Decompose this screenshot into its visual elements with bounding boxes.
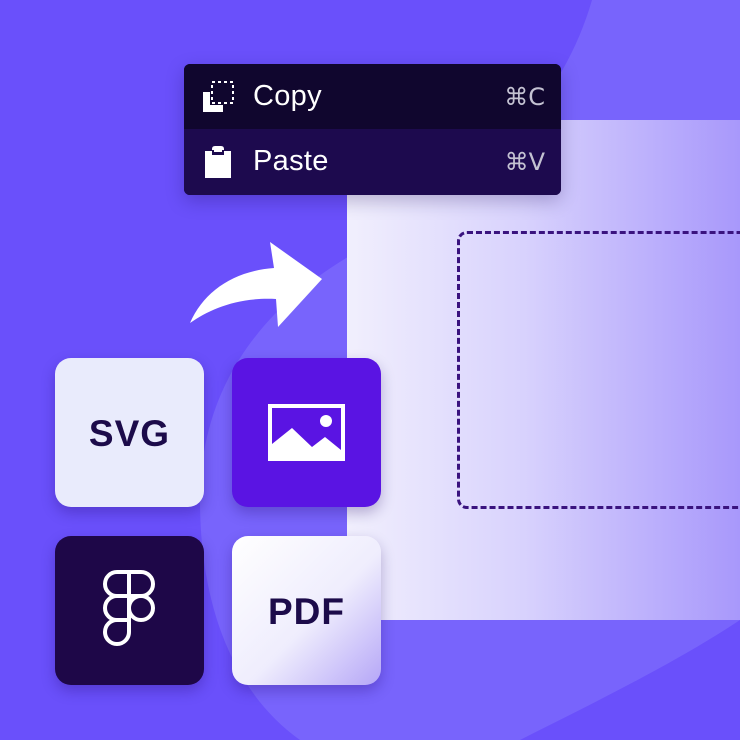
figma-file-tile[interactable] (55, 536, 204, 685)
svg-file-tile[interactable]: SVG (55, 358, 204, 507)
menu-item-copy[interactable]: Copy ⌘C (184, 64, 561, 129)
clipboard-icon (205, 146, 231, 178)
canvas-area[interactable] (347, 120, 740, 620)
menu-item-shortcut: ⌘C (504, 83, 545, 111)
image-icon (268, 404, 345, 461)
paste-drop-zone[interactable] (457, 231, 740, 509)
menu-item-paste[interactable]: Paste ⌘V (184, 129, 561, 195)
figma-logo-icon (103, 570, 155, 646)
menu-item-label: Copy (253, 80, 322, 112)
context-menu: Copy ⌘C Paste ⌘V (184, 64, 561, 195)
pdf-file-tile[interactable]: PDF (232, 536, 381, 685)
menu-item-label: Paste (253, 145, 329, 177)
menu-item-shortcut: ⌘V (504, 148, 545, 176)
pdf-label: PDF (268, 591, 345, 632)
image-file-tile[interactable] (232, 358, 381, 507)
curved-arrow-icon (190, 242, 322, 327)
svg-label: SVG (88, 413, 171, 454)
copy-icon (203, 81, 234, 112)
